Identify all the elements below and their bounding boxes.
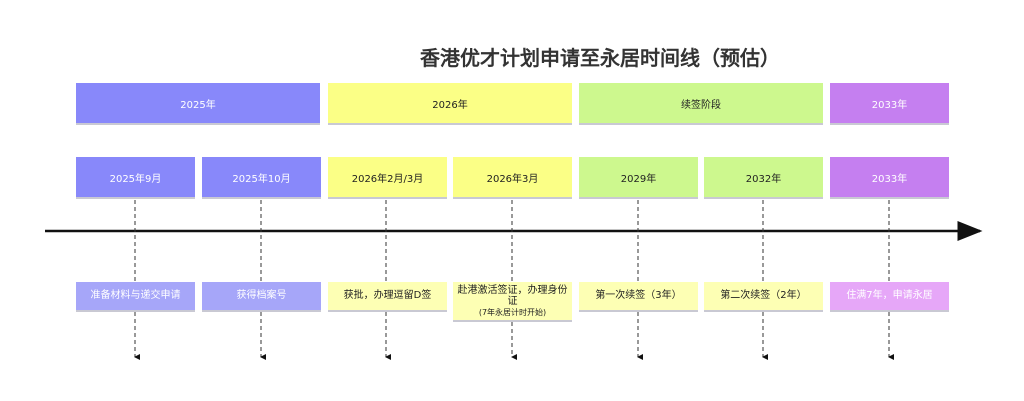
event-permanent-residency: 住满7年，申请永居 bbox=[830, 282, 949, 312]
period-2026-02-03: 2026年2月/3月 bbox=[328, 157, 447, 199]
section-2033: 2033年 bbox=[830, 83, 949, 125]
period-2033: 2033年 bbox=[830, 157, 949, 199]
event-second-renewal: 第二次续签（2年） bbox=[704, 282, 823, 312]
event-activate-visa-note: (7年永居计时开始) bbox=[478, 307, 547, 317]
drop-arrows bbox=[134, 312, 894, 360]
period-2025-10: 2025年10月 bbox=[202, 157, 321, 199]
period-2026-03: 2026年3月 bbox=[453, 157, 572, 199]
section-renewal: 续签阶段 bbox=[579, 83, 823, 125]
connector-lines bbox=[134, 200, 890, 282]
event-activate-visa: 赴港激活签证，办理身份证 (7年永居计时开始) bbox=[453, 282, 572, 322]
event-submit-application: 准备材料与递交申请 bbox=[76, 282, 195, 312]
section-2025: 2025年 bbox=[76, 83, 320, 125]
event-approval-visa: 获批，办理逗留D签 bbox=[328, 282, 447, 312]
period-2029: 2029年 bbox=[579, 157, 698, 199]
event-file-number: 获得档案号 bbox=[202, 282, 321, 312]
period-2032: 2032年 bbox=[704, 157, 823, 199]
event-first-renewal: 第一次续签（3年） bbox=[579, 282, 698, 312]
section-2026: 2026年 bbox=[328, 83, 572, 125]
diagram-title: 香港优才计划申请至永居时间线（预估） bbox=[420, 46, 780, 70]
period-2025-09: 2025年9月 bbox=[76, 157, 195, 199]
event-activate-visa-text: 赴港激活签证，办理身份证 bbox=[457, 284, 568, 308]
